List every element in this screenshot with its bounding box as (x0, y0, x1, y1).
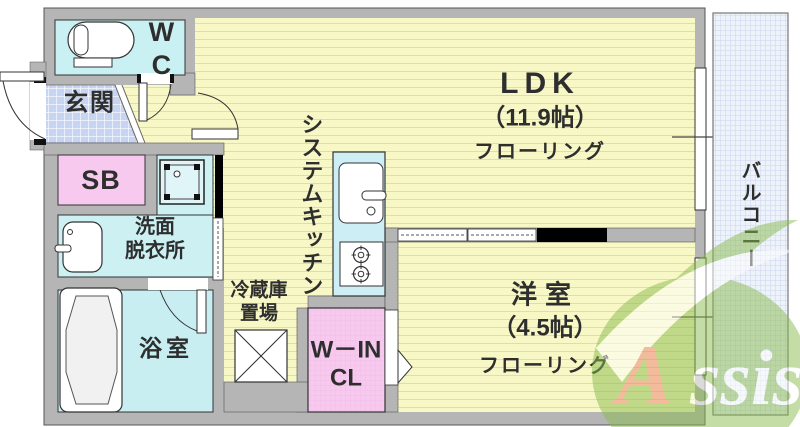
ldk-door (191, 92, 239, 140)
ldk-floor (195, 18, 695, 228)
wic-label-line1: W－IN (310, 336, 382, 364)
toilet-icon (67, 21, 135, 68)
washroom-label-line2: 脱衣所 (125, 240, 185, 262)
washroom-label-line1: 洗面 (135, 216, 175, 238)
room-label-wc: WC (146, 17, 177, 83)
room-label-ldk-size: （11.9帖） (481, 104, 599, 132)
wc-door (137, 73, 174, 122)
sliding-door-washroom (212, 217, 224, 281)
room-label-washroom: 洗面 脱衣所 (125, 215, 185, 263)
room-label-ldk-name: LDK (500, 67, 580, 100)
fixtures (54, 21, 387, 413)
folding-door-wic (384, 309, 413, 386)
openings (0, 67, 713, 386)
washing-machine-pan-icon (159, 159, 205, 205)
room-label-wic: W－IN CL (311, 336, 382, 391)
room-label-bathroom: 浴室 (139, 335, 193, 362)
window-ldk (672, 67, 713, 211)
room-label-kitchen: システムキッチン (298, 113, 324, 297)
fridge-space-box (234, 329, 288, 383)
fridge-label-line2: 置場 (239, 303, 279, 324)
room-label-ldk-floor: フローリング (474, 141, 606, 163)
kitchen-unit-icon (332, 151, 387, 297)
room-label-balcony: バルコニー (738, 160, 760, 270)
shoebox-cabinet (57, 154, 146, 206)
room-label-fridge: 冷蔵庫 置場 (230, 280, 287, 326)
wic-label-line2: CL (330, 364, 362, 391)
entrance-door (0, 71, 46, 145)
room-label-western-name: 洋室 (510, 279, 580, 310)
vanity-sink-icon (54, 221, 103, 273)
room-label-western-size: （4.5帖） (492, 314, 598, 342)
stove-icon (339, 241, 384, 287)
room-label-entrance: 玄関 (64, 89, 116, 117)
sliding-door-bedroom (397, 228, 607, 242)
bathroom-door (148, 278, 208, 334)
room-label-western-floor: フローリング (479, 355, 611, 377)
bathtub-icon (59, 287, 123, 413)
room-label-shoebox: SB (81, 164, 121, 195)
fridge-label-line1: 冷蔵庫 (230, 280, 288, 302)
